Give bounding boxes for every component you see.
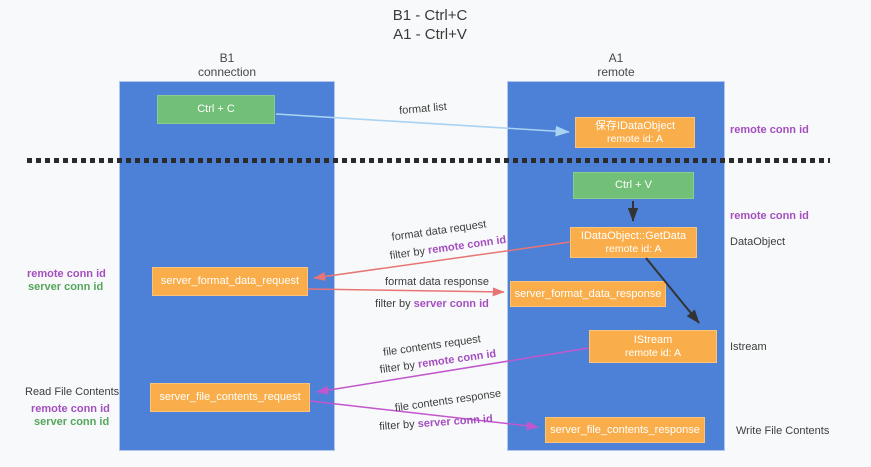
- format-list-label: format list: [398, 100, 448, 118]
- format-remote-conn-id-annotation: remote conn id: [27, 268, 106, 280]
- file-remote-conn-id-annotation: remote conn id: [31, 403, 110, 415]
- dataobject-annotation: DataObject: [730, 236, 786, 248]
- file-contents-response-label: file contents response: [394, 387, 502, 415]
- node-save-idataobject-line1: 保存IDataObject: [594, 119, 676, 132]
- filter-key-remote-conn-id: remote conn id: [427, 233, 507, 257]
- filter-by-text: filter by: [378, 418, 419, 433]
- node-server-format-data-request: server_format_data_request: [152, 267, 308, 296]
- format-response-filter-label: filter by server conn id: [375, 298, 489, 310]
- lane-header-b1: B1 connection: [198, 51, 256, 79]
- phase-separator-dashed-line: [27, 158, 830, 163]
- node-istream-line2: remote id: A: [624, 346, 682, 359]
- title-line-1: B1 - Ctrl+C: [392, 7, 468, 24]
- title-line-2: A1 - Ctrl+V: [393, 26, 467, 43]
- node-server-file-contents-response: server_file_contents_response: [545, 417, 705, 443]
- arrow-format-data-response: [307, 287, 505, 297]
- remote-conn-id-annotation-top: remote conn id: [730, 124, 809, 136]
- node-server-format-data-response: server_format_data_response: [510, 281, 666, 307]
- filter-key-server-conn-id: server conn id: [417, 413, 494, 431]
- node-istream: IStream remote id: A: [589, 330, 717, 363]
- filter-by-text: filter by: [389, 244, 429, 263]
- file-server-conn-id-annotation: server conn id: [34, 416, 110, 428]
- node-idataobject-getdata: IDataObject::GetData remote id: A: [570, 227, 697, 258]
- lane-b1-subtitle: connection: [197, 65, 257, 79]
- node-save-idataobject-line2: remote id: A: [606, 132, 664, 145]
- lane-a1-name: A1: [608, 51, 624, 65]
- filter-by-text: filter by: [375, 298, 414, 310]
- lane-b1-name: B1: [219, 51, 235, 65]
- remote-conn-id-annotation-mid: remote conn id: [730, 210, 809, 222]
- istream-annotation: Istream: [730, 341, 767, 353]
- node-getdata-line1: IDataObject::GetData: [580, 229, 687, 242]
- write-file-contents-annotation: Write File Contents: [736, 425, 830, 437]
- lane-a1-subtitle: remote: [597, 65, 635, 79]
- node-server-file-contents-request: server_file_contents_request: [150, 383, 310, 412]
- node-ctrl-c: Ctrl + C: [157, 95, 275, 124]
- lane-header-a1: A1 remote: [597, 51, 634, 79]
- read-file-contents-annotation: Read File Contents: [25, 386, 120, 398]
- node-ctrl-v: Ctrl + V: [573, 172, 694, 199]
- node-istream-line1: IStream: [633, 333, 673, 346]
- file-response-filter-label: filter by server conn id: [379, 413, 493, 433]
- page-title: B1 - Ctrl+C A1 - Ctrl+V: [393, 6, 468, 44]
- format-data-response-label: format data response: [385, 276, 489, 288]
- filter-key-server-conn-id: server conn id: [413, 298, 489, 310]
- filter-by-text: filter by: [379, 358, 419, 377]
- node-getdata-line2: remote id: A: [605, 242, 662, 255]
- node-save-idataobject: 保存IDataObject remote id: A: [575, 117, 695, 148]
- format-server-conn-id-annotation: server conn id: [28, 281, 104, 293]
